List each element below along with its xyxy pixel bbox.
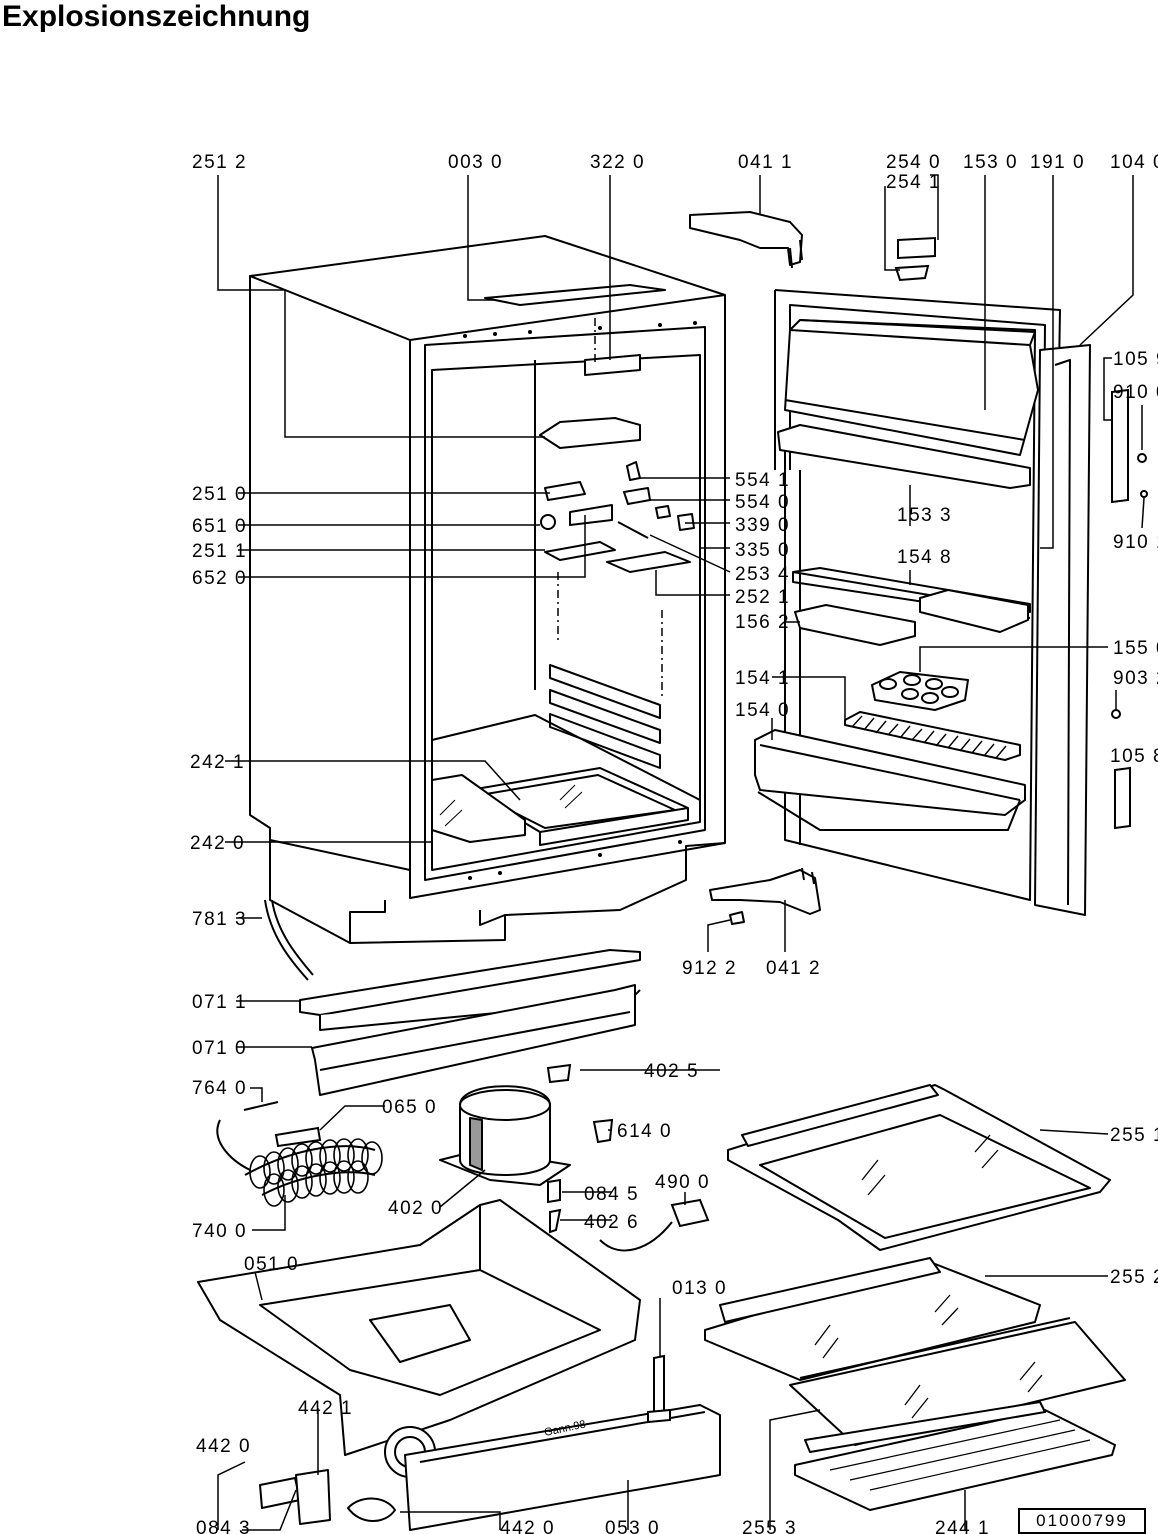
leader-lines <box>217 174 1145 1531</box>
label-554-0: 554 0 <box>735 492 790 513</box>
label-084-3: 084 3 <box>196 1518 251 1534</box>
label-253-4: 253 4 <box>735 564 790 585</box>
label-244-1: 244 1 <box>935 1518 990 1534</box>
label-105-8: 105 8 <box>1110 746 1158 767</box>
label-322-0: 322 0 <box>590 152 645 173</box>
label-490-0: 490 0 <box>655 1172 710 1193</box>
label-071-1: 071 1 <box>192 992 247 1013</box>
label-084-5: 084 5 <box>584 1184 639 1205</box>
label-910-1: 910 1 <box>1113 532 1158 553</box>
label-105-9: 105 9 <box>1113 349 1158 370</box>
label-764-0: 764 0 <box>192 1078 247 1099</box>
label-910-0: 910 0 <box>1113 382 1158 403</box>
label-053-0: 053 0 <box>605 1518 660 1534</box>
label-781-3: 781 3 <box>192 909 247 930</box>
electrical-parts <box>546 1063 710 1252</box>
label-154-0: 154 0 <box>735 700 790 721</box>
glass-shelves <box>704 1084 1126 1511</box>
label-051-0: 051 0 <box>244 1254 299 1275</box>
label-156-2: 156 2 <box>735 612 790 633</box>
label-242-1: 242 1 <box>190 752 245 773</box>
adjustable-foot <box>647 1354 671 1424</box>
handle-parts <box>1111 388 1148 830</box>
label-041-2: 041 2 <box>766 958 821 979</box>
label-252-1: 252 1 <box>735 587 790 608</box>
door <box>709 289 1091 925</box>
label-065-0: 065 0 <box>382 1097 437 1118</box>
label-740-0: 740 0 <box>192 1221 247 1242</box>
document-number-box: 01000799 <box>1018 1508 1146 1534</box>
part-labels: 251 2 003 0 322 0 041 1 254 0 254 1 153 … <box>190 152 1158 1534</box>
label-154-8: 154 8 <box>897 547 952 568</box>
label-339-0: 339 0 <box>735 515 790 536</box>
label-191-0: 191 0 <box>1030 152 1085 173</box>
cover-strips <box>299 949 641 1096</box>
top-hinge <box>689 211 803 269</box>
label-254-1: 254 1 <box>886 172 941 193</box>
page-title: Explosionszeichnung <box>2 0 311 33</box>
label-912-2: 912 2 <box>682 958 737 979</box>
label-652-0: 652 0 <box>192 568 247 589</box>
compressor <box>439 1085 571 1186</box>
label-251-2: 251 2 <box>192 152 247 173</box>
label-335-0: 335 0 <box>735 540 790 561</box>
label-003-0: 003 0 <box>448 152 503 173</box>
label-242-0: 242 0 <box>190 833 245 854</box>
label-442-0-bottom: 442 0 <box>500 1518 555 1534</box>
label-442-0-left: 442 0 <box>196 1436 251 1457</box>
label-255-2: 255 2 <box>1110 1267 1158 1288</box>
label-651-0: 651 0 <box>192 516 247 537</box>
label-153-3: 153 3 <box>897 505 952 526</box>
label-402-5: 402 5 <box>644 1061 699 1082</box>
label-251-1: 251 1 <box>192 541 247 562</box>
hinge-cover <box>894 236 936 282</box>
label-903-2: 903 2 <box>1113 668 1158 689</box>
label-614-0: 614 0 <box>617 1121 672 1142</box>
label-153-0: 153 0 <box>963 152 1018 173</box>
label-154-1: 154 1 <box>735 668 790 689</box>
cabinet <box>249 235 726 944</box>
label-013-0: 013 0 <box>672 1278 727 1299</box>
label-442-1: 442 1 <box>298 1398 353 1419</box>
document-number: 01000799 <box>1036 1511 1128 1530</box>
label-254-0: 254 0 <box>886 152 941 173</box>
label-255-3: 255 3 <box>742 1518 797 1534</box>
label-554-1: 554 1 <box>735 470 790 491</box>
label-402-0: 402 0 <box>388 1198 443 1219</box>
label-104-0: 104 0 <box>1110 152 1158 173</box>
label-071-0: 071 0 <box>192 1038 247 1059</box>
label-155-0: 155 0 <box>1113 638 1158 659</box>
label-402-6: 402 6 <box>584 1212 639 1233</box>
condenser-coil <box>216 1101 383 1207</box>
label-255-1: 255 1 <box>1110 1125 1158 1146</box>
label-251-0: 251 0 <box>192 484 247 505</box>
label-041-1: 041 1 <box>738 152 793 173</box>
drain-hose <box>264 899 314 981</box>
